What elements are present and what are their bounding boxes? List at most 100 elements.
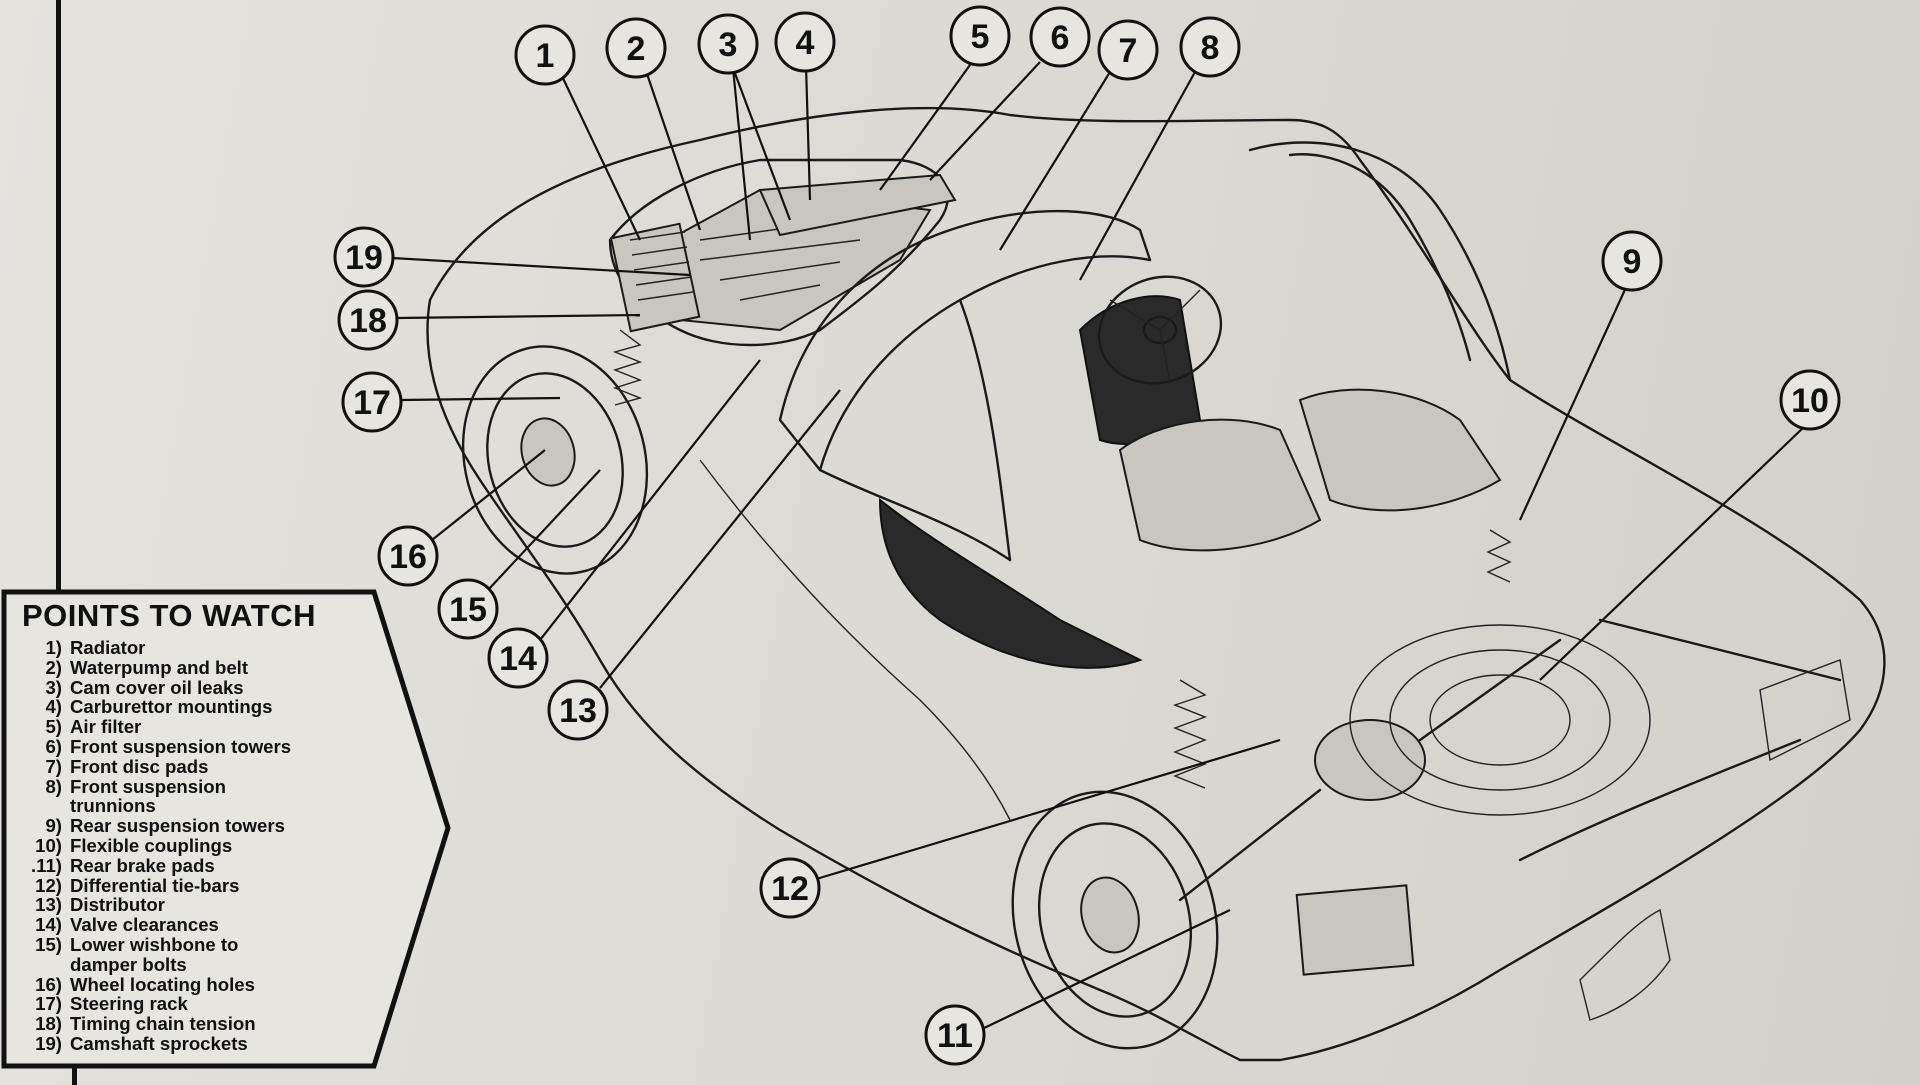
callout-8: 8: [1179, 16, 1241, 78]
legend-item-label: Steering rack: [70, 993, 188, 1015]
svg-text:5: 5: [971, 18, 990, 56]
legend-item-number: 5): [45, 716, 62, 738]
legend-item-number: 10): [35, 834, 62, 856]
callout-9: 9: [1601, 230, 1663, 292]
callout-19: 19: [333, 226, 395, 288]
legend-item: 5) Air filter: [28, 717, 291, 737]
legend-item-number: 14): [35, 914, 62, 936]
legend-item-label: Front disc pads: [70, 755, 209, 777]
callout-11: 11: [924, 1004, 986, 1066]
page-border-line: [56, 0, 61, 590]
car-illustration: [426, 106, 1886, 1062]
callout-1: 1: [514, 24, 576, 86]
callout-17: 17: [341, 371, 403, 433]
svg-text:11: 11: [937, 1017, 973, 1055]
svg-text:7: 7: [1119, 32, 1138, 70]
legend-item: 6) Front suspension towers: [28, 737, 291, 757]
legend-item-label: Radiator: [70, 637, 146, 658]
legend-item-label: Waterpump and belt: [70, 656, 249, 678]
legend-item-number: 12): [35, 874, 62, 896]
callout-3: 3: [697, 13, 759, 75]
legend-item-label: Front suspension: [70, 775, 226, 797]
legend-item-number: 4): [45, 696, 62, 718]
legend-item-label: Differential tie-bars: [70, 874, 240, 896]
svg-text:12: 12: [771, 870, 809, 908]
legend-box-outline: [1, 589, 451, 1069]
legend-item: 17) Steering rack: [28, 994, 291, 1014]
svg-text:16: 16: [389, 538, 427, 576]
legend-item-label: Cam cover oil leaks: [70, 676, 244, 698]
legend-item-number: [28, 955, 62, 975]
svg-text:17: 17: [353, 384, 391, 422]
legend-item-number: 9): [45, 815, 62, 837]
legend-item-number: [28, 796, 62, 816]
legend-item: 9) Rear suspension towers: [28, 816, 291, 836]
legend-item: 4) Carburettor mountings: [28, 697, 291, 717]
page-border-line-lower: [72, 1060, 77, 1085]
legend-item-label: Camshaft sprockets: [70, 1032, 248, 1054]
legend-item-number: .11): [30, 854, 62, 876]
legend-item: 8) Front suspension: [28, 775, 291, 797]
legend-item-label: damper bolts: [70, 953, 187, 975]
callout-13: 13: [547, 679, 609, 741]
legend-item-label: Rear suspension towers: [70, 815, 285, 837]
svg-text:4: 4: [796, 24, 815, 62]
legend-item: 10)Flexible couplings: [28, 836, 291, 856]
svg-text:14: 14: [499, 640, 537, 678]
callout-15: 15: [437, 578, 499, 640]
svg-text:6: 6: [1051, 19, 1070, 57]
svg-text:15: 15: [449, 591, 487, 629]
legend-item: 18) Timing chain tension: [28, 1014, 291, 1034]
callout-14: 14: [487, 627, 549, 689]
legend-item-number: 17): [35, 993, 62, 1015]
legend-item-number: 2): [45, 656, 62, 678]
svg-text:19: 19: [345, 239, 383, 277]
legend-item: .11)Rear brake pads: [28, 854, 291, 876]
callout-5: 5: [949, 5, 1011, 67]
legend-item-number: 16): [35, 973, 62, 995]
svg-text:1: 1: [536, 37, 555, 75]
legend-item-number: 1): [45, 637, 62, 658]
callout-4: 4: [774, 11, 836, 73]
svg-text:2: 2: [627, 30, 646, 68]
legend-item: 2) Waterpump and belt: [28, 656, 291, 678]
callout-12: 12: [759, 857, 821, 919]
legend-item-label: Timing chain tension: [70, 1013, 256, 1035]
legend-item: 12) Differential tie-bars: [28, 874, 291, 896]
legend-item-label: Lower wishbone to: [70, 933, 239, 955]
legend-item: 15) Lower wishbone to: [28, 935, 291, 955]
legend-item: 16) Wheel locating holes: [28, 973, 291, 995]
legend-item-number: 13): [35, 894, 62, 916]
legend-item: damper bolts: [28, 953, 291, 975]
legend-item-number: 18): [35, 1013, 62, 1035]
legend-item: 13) Distributor: [28, 895, 291, 915]
legend-item-label: Distributor: [70, 894, 166, 916]
legend-item-number: 8): [45, 775, 62, 797]
callout-6: 6: [1029, 6, 1091, 68]
legend-item-number: 6): [45, 735, 62, 757]
legend-item-number: 3): [45, 676, 62, 698]
legend-item-label: Air filter: [70, 716, 142, 738]
leader-lines: [391, 57, 1806, 1031]
svg-text:18: 18: [349, 302, 387, 340]
legend-item: 19) Camshaft sprockets: [28, 1034, 291, 1054]
callout-18: 18: [337, 289, 399, 351]
callout-7: 7: [1097, 19, 1159, 81]
legend-item-label: Valve clearances: [70, 914, 219, 936]
legend-item: 1) Radiator: [28, 638, 291, 658]
legend-item-number: 15): [35, 933, 62, 955]
legend-item: 3) Cam cover oil leaks: [28, 676, 291, 698]
svg-text:8: 8: [1201, 29, 1220, 67]
legend-item: 7)Front disc pads: [28, 755, 291, 777]
legend-item-label: Front suspension towers: [70, 735, 292, 757]
legend-item: 14) Valve clearances: [28, 915, 291, 935]
callout-2: 2: [605, 17, 667, 79]
legend-list: 1) Radiator 2) Waterpump and belt 3) Cam cove…: [28, 638, 291, 1054]
legend-item-label: Carburettor mountings: [70, 696, 273, 718]
svg-text:13: 13: [559, 692, 597, 730]
legend-item-number: 19): [35, 1032, 62, 1054]
svg-text:10: 10: [1791, 382, 1829, 420]
legend-item-label: Wheel locating holes: [70, 973, 255, 995]
